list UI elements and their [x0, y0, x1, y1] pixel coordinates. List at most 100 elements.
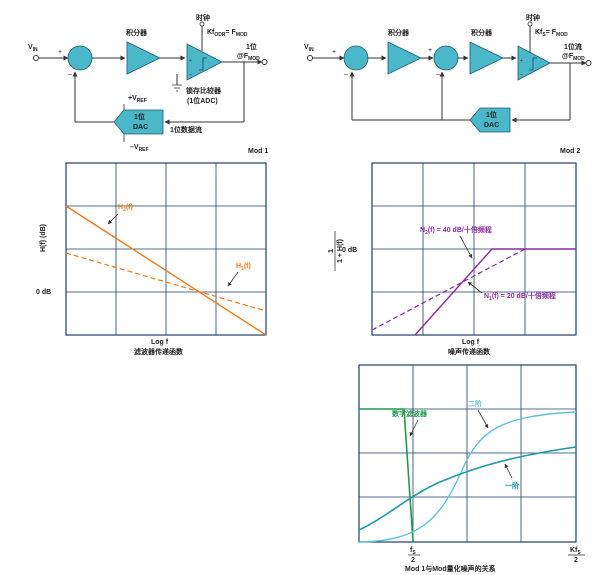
filter-h2-line	[65, 205, 267, 336]
mod2-integrator-2	[469, 41, 504, 75]
compare-digital-filter-line	[359, 408, 414, 542]
noise-ylabel: 1 1 + H(f)	[328, 231, 344, 271]
mod2-output-terminal	[585, 60, 592, 66]
mod1-dac-top: 1位	[134, 112, 145, 121]
mod1-output-terminal	[261, 59, 268, 65]
mod2-label: Mod 2	[560, 148, 580, 155]
filter-xlabel: Log f	[151, 339, 169, 346]
mod1-integrator-label: 积分器	[126, 28, 148, 37]
noise-n1-line	[371, 248, 526, 331]
mod1-latch-label: 锁存比较器	[185, 86, 222, 95]
mod2-comp-plus: +	[520, 58, 523, 64]
mod1-comparator-block	[186, 43, 223, 81]
mod1-dac-block	[113, 109, 164, 135]
mod1-comparator-symbol	[199, 57, 207, 71]
mod2-clock-eq: KfS= FMOD	[535, 29, 568, 38]
filter-chart: H2(f) H1(f) H(f) (dB) 0 dB Log f 滤波器传递函数	[36, 162, 267, 356]
mod1-vref-plus: +VREF	[128, 95, 147, 104]
compare-chart-grid	[359, 365, 576, 542]
compare-first-order-arrow	[504, 463, 513, 479]
mod1-vin-label: VIN	[28, 44, 38, 53]
svg-text:2: 2	[411, 557, 415, 564]
mod2-comparator-block	[517, 45, 551, 81]
compare-first-order-curve	[358, 446, 577, 531]
compare-second-order-label: 二阶	[468, 399, 483, 408]
noise-n1-label: N1(f) = 20 dB/十倍频程	[484, 291, 556, 302]
mod2-dac-top: 1位	[486, 110, 497, 119]
noise-chart-grid	[372, 163, 576, 335]
mod1-label: Mod 1	[248, 148, 268, 155]
mod2-dac-block	[469, 107, 511, 133]
mod1-latch-label2: (1位ADC)	[187, 96, 218, 105]
mod2-clock-terminal	[527, 21, 533, 27]
mod2-input-terminal	[307, 55, 313, 61]
mod2-integrator-1	[387, 41, 422, 75]
filter-h1-line	[65, 252, 267, 312]
mod2-summing-junction-1	[343, 45, 369, 71]
noise-n2-arrow	[459, 235, 473, 259]
compare-caption: Mod 1与Mod量化噪声的关系	[405, 564, 496, 573]
mod1-sum-minus: –	[68, 71, 72, 78]
mod1-dac-bottom: DAC	[133, 124, 148, 131]
mod2-integrator1-label: 积分器	[388, 28, 410, 37]
mod1-diagram: VIN + – 积分器 + – 时钟 KfODR= FMOD 1位 @FMOD …	[28, 13, 268, 155]
mod2-sum1-minus: –	[344, 71, 348, 78]
mod2-diagram: VIN + – 积分器 + – 积分器 + – 时钟 KfS= FMOD 1位流…	[304, 13, 592, 155]
mod1-sum-plus: +	[58, 49, 62, 56]
mod1-ground-symbol	[172, 84, 182, 92]
mod1-input-terminal	[33, 55, 39, 61]
mod2-dac-bottom: DAC	[484, 122, 499, 129]
mod2-sum2-plus: +	[428, 47, 432, 54]
compare-xtick-fs2: fS 2	[408, 547, 420, 564]
mod2-out-top: 1位流	[564, 42, 582, 51]
filter-h1-label: H1(f)	[236, 263, 251, 272]
mod1-integrator-block	[126, 41, 161, 75]
compare-first-order-label: 一阶	[505, 481, 520, 490]
svg-text:1: 1	[328, 249, 335, 253]
compare-digital-filter-label: 数字滤波器	[392, 409, 428, 418]
compare-second-order-arrow	[477, 409, 489, 429]
mod2-clock-label: 时钟	[526, 13, 540, 22]
noise-n1-arrow	[467, 281, 483, 294]
noise-xlabel: Log f	[462, 339, 480, 346]
svg-text:fS: fS	[410, 547, 416, 556]
filter-chart-grid	[66, 163, 266, 335]
mod2-comparator-symbol	[529, 57, 537, 71]
mod1-clock-label: 时钟	[196, 13, 210, 22]
mod1-clock-terminal	[199, 21, 205, 27]
noise-chart: N2(f) = 40 dB/十倍频程 N1(f) = 20 dB/十倍频程 1 …	[328, 162, 577, 356]
noise-n2-label: N2(f) = 40 dB/十倍频程	[420, 225, 492, 236]
mod1-clock-eq: KfODR= FMOD	[207, 29, 248, 38]
filter-ytick-0db: 0 dB	[36, 289, 51, 296]
svg-text:1 + H(f): 1 + H(f)	[337, 239, 344, 263]
compare-second-order-curve	[358, 411, 577, 543]
filter-h1-arrow	[227, 271, 239, 287]
mod1-bitstream-label: 1位数据流	[170, 125, 202, 134]
mod2-vin-label: VIN	[304, 44, 314, 53]
mod2-sum1-plus: +	[332, 49, 336, 56]
mod1-comp-minus: –	[189, 72, 192, 78]
mod1-out-top: 1位	[246, 42, 257, 51]
svg-text:2: 2	[574, 557, 578, 564]
noise-caption: 噪声传递函数	[448, 347, 491, 356]
mod2-comp-minus: –	[520, 72, 523, 78]
filter-h2-arrow	[107, 213, 119, 225]
filter-caption: 滤波器传递函数	[134, 347, 184, 356]
mod1-out-bottom: @FMOD	[237, 53, 260, 62]
noise-n2-line	[414, 248, 576, 336]
compare-xtick-kfs2: KfS 2	[568, 547, 585, 564]
filter-h2-label: H2(f)	[118, 204, 133, 213]
noise-ytick-0db: 0 dB	[342, 247, 357, 254]
svg-text:KfS: KfS	[570, 547, 581, 556]
filter-ylabel: H(f) (dB)	[40, 224, 47, 252]
mod1-comp-plus: +	[189, 58, 192, 64]
compare-chart-frame	[358, 364, 577, 543]
mod1-vref-minus: –VREF	[130, 144, 149, 153]
mod2-out-bottom: @FMOD	[562, 53, 585, 62]
mod2-integrator2-label: 积分器	[471, 28, 493, 37]
mod2-sum2-minus: –	[436, 71, 440, 78]
compare-digital-filter-arrow	[409, 419, 419, 437]
mod2-summing-junction-2	[433, 45, 459, 71]
